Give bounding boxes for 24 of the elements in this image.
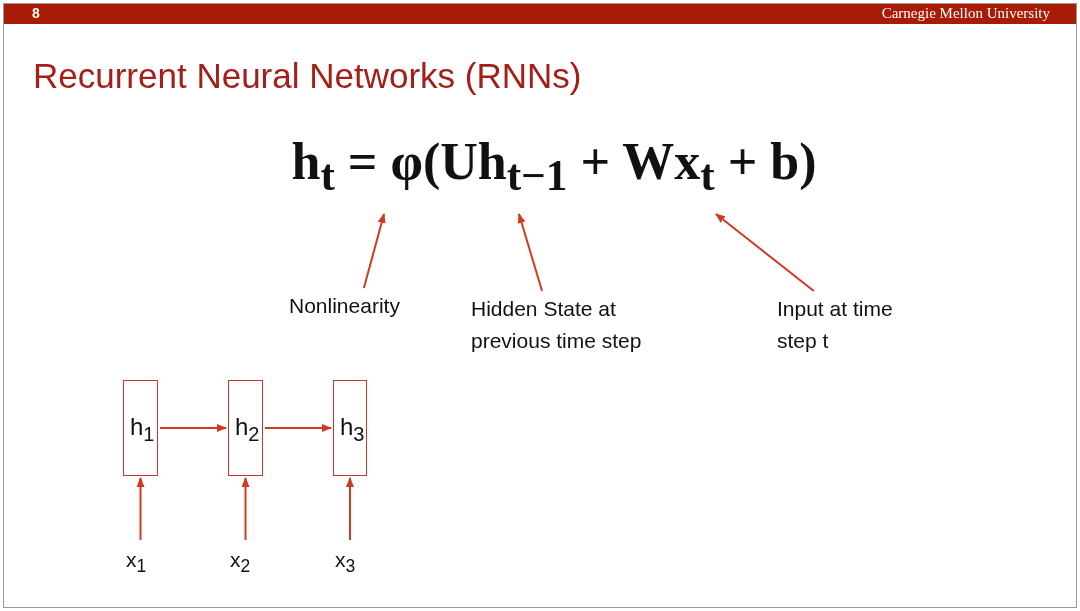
- state-box: [333, 380, 367, 476]
- leader-line: [715, 213, 815, 292]
- arrow: [136, 477, 145, 541]
- state-label: h$_{3}$: [340, 412, 365, 447]
- equation: h$_{t}$ = φ(Uh$_{t−1}$ + Wx$_{t}$ + b): [290, 132, 818, 201]
- slide-title: Recurrent Neural Networks (RNNs): [33, 56, 582, 96]
- input-label: x$_{1}$: [126, 544, 156, 583]
- header-text: Carnegie Mellon University: [881, 5, 1050, 22]
- arrow: [159, 424, 227, 432]
- state-label: h$_{2}$: [235, 412, 260, 447]
- annotation-text: Nonlinearity: [289, 290, 429, 322]
- state-box: [228, 380, 263, 476]
- arrow: [241, 477, 250, 541]
- annotation-text: Input at time step t: [777, 293, 937, 357]
- state-box: [123, 380, 158, 476]
- annotation-text: Hidden State at previous time step: [471, 293, 643, 357]
- input-label: x$_{3}$: [335, 544, 365, 583]
- page-number: 8: [32, 5, 40, 21]
- arrow: [264, 424, 332, 432]
- arrow: [346, 477, 354, 541]
- input-label: x$_{2}$: [230, 544, 260, 583]
- state-label: h$_{1}$: [130, 412, 155, 447]
- leader-line: [362, 213, 386, 289]
- leader-line: [517, 213, 544, 292]
